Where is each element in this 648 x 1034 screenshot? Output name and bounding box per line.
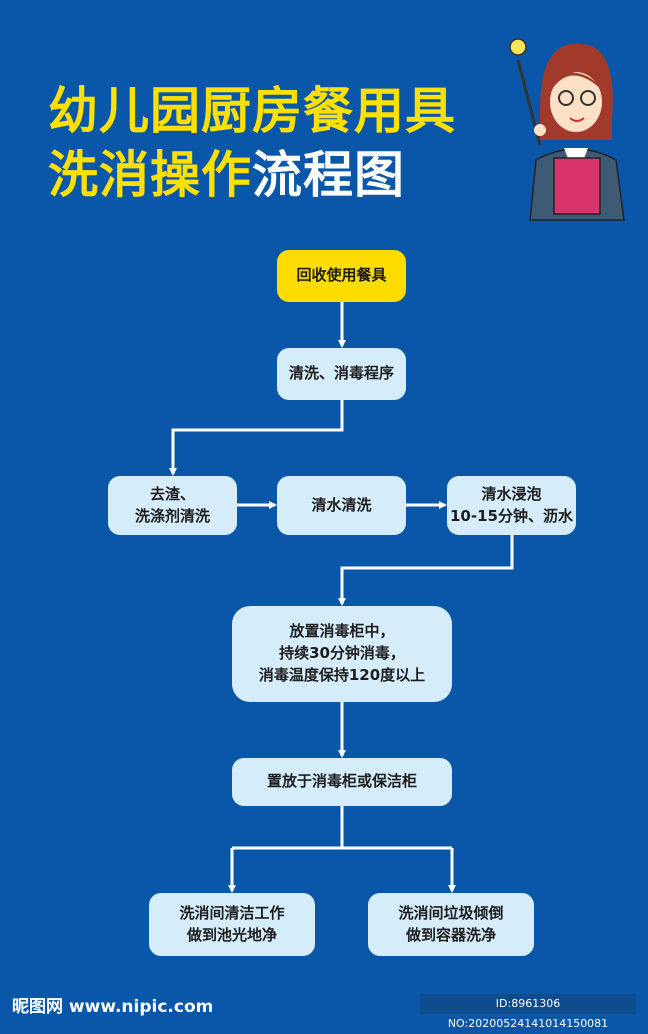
step-text: 清洗、消毒程序	[288, 364, 394, 383]
watermark-logo: 昵图网 www.nipic.com	[12, 997, 214, 1017]
step-text: 洗消间清洁工作	[179, 903, 285, 922]
step-collect: 回收使用餐具	[277, 250, 406, 302]
lightbulb-icon	[509, 38, 527, 56]
step-text: 持续30分钟消毒，	[279, 644, 405, 663]
step-scrape: 去渣、洗涤剂清洗	[108, 476, 237, 535]
step-garbage: 洗消间垃圾倾倒做到容器洗净	[368, 893, 534, 956]
step-text: 洗消间垃圾倾倒	[398, 903, 504, 922]
title-line-1: 幼儿园厨房餐用具	[48, 82, 456, 140]
step-disinfect: 放置消毒柜中， 持续30分钟消毒， 消毒温度保持120度以上	[232, 606, 452, 702]
step-store: 置放于消毒柜或保洁柜	[232, 758, 452, 806]
step-text: 做到池光地净	[186, 925, 277, 944]
step-text: 清水清洗	[311, 495, 372, 514]
watermark-id: ID:8961306 NO:20200524141014150081	[420, 994, 636, 1030]
step-clean-room: 洗消间清洁工作做到池光地净	[149, 893, 315, 956]
step-text: 去渣、	[149, 484, 195, 503]
teacher-illustration	[509, 38, 625, 221]
step-soak: 清水浸泡 10-15分钟、沥水	[447, 476, 576, 535]
title-line-2: 洗消操作流程图	[48, 150, 405, 200]
step-text: 消毒温度保持120度以上	[258, 665, 426, 684]
step-text: 置放于消毒柜或保洁柜	[266, 772, 417, 791]
step-program: 清洗、消毒程序	[277, 348, 406, 400]
step-text: 洗涤剂清洗	[134, 506, 210, 525]
step-rinse: 清水清洗	[277, 476, 406, 535]
step-text: 清水浸泡	[481, 484, 542, 503]
title-yellow: 洗消操作	[48, 146, 252, 204]
title-white: 流程图	[252, 146, 405, 204]
step-text: 10-15分钟、沥水	[450, 506, 573, 525]
step-text: 放置消毒柜中，	[289, 622, 395, 641]
step-text: 做到容器洗净	[405, 925, 496, 944]
step-text: 回收使用餐具	[296, 266, 387, 285]
